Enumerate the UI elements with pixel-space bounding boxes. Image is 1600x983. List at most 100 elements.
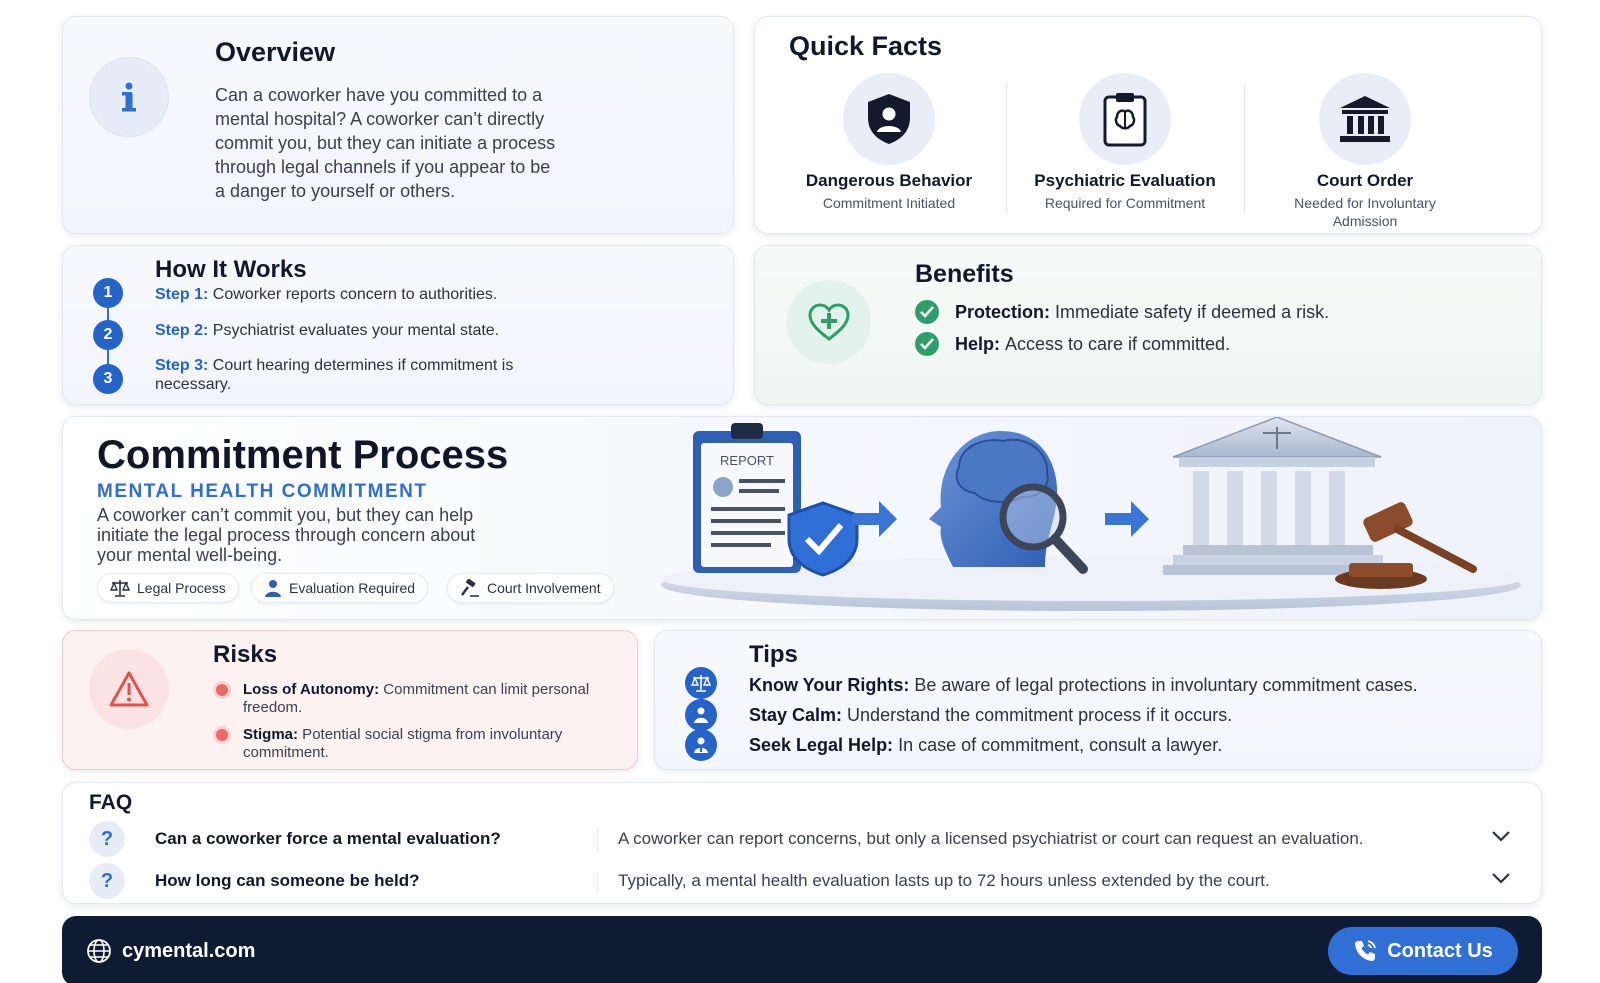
process-description: A coworker can’t commit you, but they ca… [97, 505, 476, 565]
risk-item: Loss of Autonomy: Commitment can limit p… [213, 681, 593, 717]
shield-person-icon [843, 73, 935, 165]
faq-item[interactable]: ? How long can someone be held? Typicall… [63, 861, 1541, 901]
site-link[interactable]: cymental.com [86, 938, 255, 964]
commitment-process-card: Commitment Process MENTAL HEALTH COMMITM… [62, 416, 1542, 620]
contact-us-button[interactable]: Contact Us [1328, 927, 1518, 975]
scales-icon [110, 580, 130, 597]
tip-label: Stay Calm: [749, 705, 843, 725]
step-item: Step 1: Coworker reports concern to auth… [155, 285, 555, 304]
arrow-right-icon [853, 501, 897, 537]
fact-title: Court Order [1316, 171, 1414, 190]
step-number: 2 [93, 320, 123, 350]
risks-title: Risks [213, 641, 278, 668]
report-clipboard-icon: REPORT [693, 423, 859, 577]
tips-card: Tips Know Your Rights: Be aware of legal… [654, 630, 1542, 770]
pill-legal-process: Legal Process [97, 573, 239, 603]
step-text: Court hearing determines if commitment i… [155, 357, 514, 393]
warning-icon [89, 649, 169, 729]
tip-text: In case of commitment, consult a lawyer. [893, 735, 1223, 755]
pill-court-involvement: Court Involvement [447, 573, 614, 603]
benefits-title: Benefits [915, 260, 1014, 288]
calm-person-icon [685, 699, 717, 731]
benefits-card: Benefits Protection:Immediate safety if … [754, 245, 1542, 405]
risk-label: Loss of Autonomy: [243, 681, 380, 698]
tip-text: Understand the commitment process if it … [842, 705, 1233, 725]
risk-dot-icon [213, 726, 231, 744]
risk-dot-icon [213, 681, 231, 699]
step-text: Psychiatrist evaluates your mental state… [208, 322, 500, 339]
fact-subtitle: Commitment Initiated [822, 195, 956, 211]
divider [1006, 83, 1007, 213]
process-illustration: REPORT [661, 417, 1521, 611]
check-icon [915, 332, 939, 356]
chevron-down-icon[interactable] [1491, 871, 1511, 885]
globe-icon [87, 939, 111, 963]
scales-icon [685, 667, 717, 699]
divider [1244, 83, 1245, 213]
arrow-right-icon [1105, 501, 1149, 537]
risk-text: Potential social stigma from involuntary… [243, 726, 563, 761]
fact-court-order: Court Order Needed for Involuntary Admis… [1245, 73, 1485, 230]
tip-label: Seek Legal Help: [749, 735, 894, 755]
faq-card: FAQ ? Can a coworker force a mental eval… [62, 782, 1542, 904]
benefit-item: Help:Access to care if committed. [915, 332, 1230, 356]
fact-dangerous-behavior: Dangerous Behavior Commitment Initiated [769, 73, 1009, 212]
faq-question[interactable]: How long can someone be held? [155, 871, 420, 890]
risk-item: Stigma: Potential social stigma from inv… [213, 726, 593, 762]
faq-title: FAQ [89, 791, 133, 814]
step-item: Step 2: Psychiatrist evaluates your ment… [155, 321, 555, 340]
footer-bar: cymental.com Contact Us [62, 916, 1542, 983]
phone-icon [1355, 940, 1377, 961]
question-icon: ? [89, 863, 125, 899]
quick-facts-title: Quick Facts [789, 31, 943, 61]
fact-subtitle: Needed for Involuntary Admission [1294, 195, 1436, 229]
clipboard-brain-icon [1079, 73, 1171, 165]
check-icon [915, 300, 939, 324]
heart-plus-icon [787, 280, 871, 364]
tip-item: Know Your Rights: Be aware of legal prot… [749, 675, 1418, 696]
fact-title: Dangerous Behavior [805, 171, 973, 190]
overview-title: Overview [215, 37, 336, 67]
report-label: REPORT [720, 453, 774, 468]
benefit-text: Immediate safety if deemed a risk. [1055, 301, 1330, 322]
how-it-works-card: How It Works 1 2 3 Step 1: Coworker repo… [62, 245, 734, 405]
site-url: cymental.com [122, 939, 256, 962]
overview-card: Overview Can a coworker have you committ… [62, 16, 734, 234]
faq-answer: Typically, a mental health evaluation la… [597, 871, 1270, 893]
step-label: Step 1: [155, 286, 209, 303]
quick-facts-card: Quick Facts Dangerous Behavior Commitmen… [754, 16, 1542, 234]
gavel-icon [461, 579, 479, 597]
pill-label: Legal Process [137, 580, 226, 596]
tip-label: Know Your Rights: [749, 675, 910, 695]
contact-label: Contact Us [1387, 939, 1493, 962]
fact-title: Psychiatric Evaluation [1034, 171, 1216, 190]
risk-label: Stigma: [243, 726, 299, 743]
step-label: Step 2: [155, 322, 209, 339]
tip-text: Be aware of legal protections in involun… [909, 675, 1418, 695]
courthouse-building-icon [1163, 417, 1393, 575]
benefit-item: Protection:Immediate safety if deemed a … [915, 300, 1329, 324]
fact-psychiatric-evaluation: Psychiatric Evaluation Required for Comm… [1005, 73, 1245, 212]
question-icon: ? [89, 821, 125, 857]
benefit-text: Access to care if committed. [1005, 333, 1231, 354]
info-icon [89, 57, 169, 137]
tips-title: Tips [749, 641, 798, 668]
overview-text: Can a coworker have you committed to a m… [215, 85, 556, 201]
step-number: 1 [93, 278, 123, 308]
tip-item: Seek Legal Help: In case of commitment, … [749, 735, 1222, 756]
how-it-works-title: How It Works [155, 256, 307, 283]
tip-item: Stay Calm: Understand the commitment pro… [749, 705, 1232, 726]
chevron-down-icon[interactable] [1491, 829, 1511, 843]
pill-label: Court Involvement [487, 580, 601, 596]
courthouse-icon [1319, 73, 1411, 165]
faq-item[interactable]: ? Can a coworker force a mental evaluati… [63, 819, 1541, 859]
step-item: Step 3: Court hearing determines if comm… [155, 356, 555, 394]
risk-text: Commitment can limit personal freedom. [243, 681, 590, 716]
pill-evaluation-required: Evaluation Required [251, 573, 429, 603]
faq-answer: A coworker can report concerns, but only… [597, 829, 1364, 851]
lawyer-icon [685, 729, 717, 761]
step-text: Coworker reports concern to authorities. [208, 286, 498, 303]
person-icon [265, 580, 281, 597]
head-magnifier-icon [929, 431, 1088, 574]
faq-question[interactable]: Can a coworker force a mental evaluation… [155, 829, 501, 848]
